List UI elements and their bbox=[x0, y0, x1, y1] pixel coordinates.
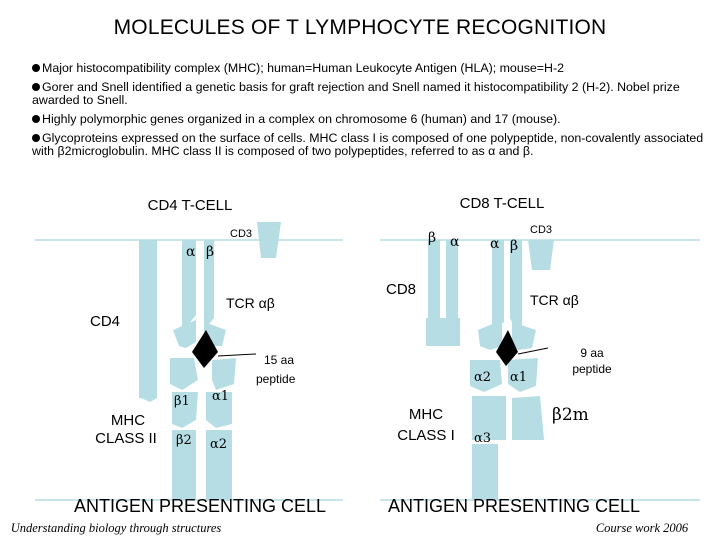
cd4-tcell-title: CD4 T-CELL bbox=[148, 197, 233, 214]
bullet-text: Highly polymorphic genes organized in a … bbox=[42, 112, 561, 126]
beta2-microglobulin bbox=[512, 396, 544, 440]
left-diagram bbox=[35, 222, 343, 501]
bullet-item: Highly polymorphic genes organized in a … bbox=[32, 113, 704, 126]
tcr-head-alpha-right bbox=[478, 320, 502, 350]
alpha-label-right: α bbox=[490, 236, 500, 252]
peptide-pointer-right bbox=[517, 347, 549, 355]
mhc1-label-2: CLASS I bbox=[397, 427, 455, 444]
apc-label-left: ANTIGEN PRESENTING CELL bbox=[74, 496, 326, 516]
mhc2-alpha2-domain bbox=[206, 430, 232, 500]
mhc1-alpha3 bbox=[472, 444, 498, 500]
mhc2-label-1: MHC bbox=[111, 412, 145, 429]
cd8-beta bbox=[428, 240, 440, 320]
mhc2-beta1-top bbox=[170, 358, 198, 390]
mhc1-alpha2 bbox=[470, 360, 502, 392]
cd3-label-left: CD3 bbox=[230, 228, 252, 240]
mhc2-alpha1-top bbox=[212, 358, 236, 390]
tcr-head-beta-right bbox=[512, 322, 536, 350]
tcr-alpha-left bbox=[204, 240, 214, 330]
bullet-text: Glycoproteins expressed on the surface o… bbox=[32, 131, 704, 158]
cd8-tcell-title: CD8 T-CELL bbox=[460, 195, 545, 212]
peptide-label-left-1: 15 aa bbox=[264, 353, 294, 367]
bullet-dot-icon bbox=[32, 134, 40, 142]
peptide-label-left-2: peptide bbox=[256, 372, 296, 386]
cd8-head bbox=[426, 318, 460, 346]
footer-left: Understanding biology through structures bbox=[11, 521, 222, 535]
mhc2-beta1-domain bbox=[172, 392, 198, 428]
alpha-label-cd8: α bbox=[450, 234, 460, 250]
beta1-label: β1 bbox=[174, 394, 190, 409]
bullet-dot-icon bbox=[32, 83, 40, 91]
bullet-dot-icon bbox=[32, 115, 40, 123]
alpha-label-left: α bbox=[186, 244, 196, 260]
mhc2-beta2-domain bbox=[172, 430, 196, 500]
cd8-label: CD8 bbox=[386, 281, 416, 298]
beta-label-cd8: β bbox=[428, 230, 436, 246]
cd3-left bbox=[257, 222, 281, 258]
mhc2-label-2: CLASS II bbox=[95, 430, 157, 447]
footer-right: Course work 2006 bbox=[596, 521, 689, 535]
alpha3-label: α3 bbox=[474, 431, 491, 446]
bullet-item: Gorer and Snell identified a genetic bas… bbox=[32, 81, 704, 107]
mhc1-alpha3-upper bbox=[472, 396, 506, 440]
cd3-label-right: CD3 bbox=[530, 224, 552, 236]
beta-label-left: β bbox=[206, 244, 214, 260]
bullet-list: Major histocompatibility complex (MHC); … bbox=[32, 62, 704, 164]
alpha1-label-right: α1 bbox=[510, 370, 527, 385]
cd3-right bbox=[528, 240, 554, 270]
peptide-pointer-left bbox=[217, 353, 257, 357]
cd4-label: CD4 bbox=[90, 313, 120, 330]
tcr-label-left: TCR αβ bbox=[226, 295, 275, 311]
alpha2-label-right: α2 bbox=[474, 370, 491, 385]
beta-label-right: β bbox=[510, 238, 518, 254]
bullet-text: Major histocompatibility complex (MHC); … bbox=[42, 61, 564, 75]
mhc1-alpha1 bbox=[508, 358, 538, 392]
cd8-alpha bbox=[446, 240, 458, 320]
tcr-head-beta-left bbox=[173, 320, 196, 348]
peptide-9aa-icon bbox=[496, 330, 518, 366]
page-title: MOLECULES OF T LYMPHOCYTE RECOGNITION bbox=[113, 16, 607, 39]
bullet-item: Major histocompatibility complex (MHC); … bbox=[32, 62, 704, 75]
tcr-beta-right bbox=[510, 240, 522, 330]
bullet-text: Gorer and Snell identified a genetic bas… bbox=[32, 80, 680, 107]
mhc1-label-1: MHC bbox=[409, 406, 443, 423]
tcr-beta-left bbox=[182, 240, 196, 330]
alpha2-label-left: α2 bbox=[210, 437, 227, 452]
peptide-label-right-1: 9 aa bbox=[580, 346, 604, 360]
bullet-dot-icon bbox=[32, 64, 40, 72]
apc-label-right: ANTIGEN PRESENTING CELL bbox=[388, 496, 640, 516]
bullet-item: Glycoproteins expressed on the surface o… bbox=[32, 132, 704, 158]
right-diagram bbox=[380, 239, 700, 501]
tcr-label-right: TCR αβ bbox=[530, 292, 579, 308]
tcr-alpha-right bbox=[492, 240, 504, 330]
beta2m-label: β2m bbox=[552, 405, 589, 425]
cd4-coreceptor bbox=[139, 240, 157, 402]
peptide-15aa-icon bbox=[192, 330, 218, 368]
peptide-label-right-2: peptide bbox=[572, 362, 612, 376]
mhc2-alpha1-domain bbox=[206, 392, 232, 428]
beta2-label: β2 bbox=[176, 433, 192, 448]
alpha1-label-left: α1 bbox=[212, 389, 229, 404]
